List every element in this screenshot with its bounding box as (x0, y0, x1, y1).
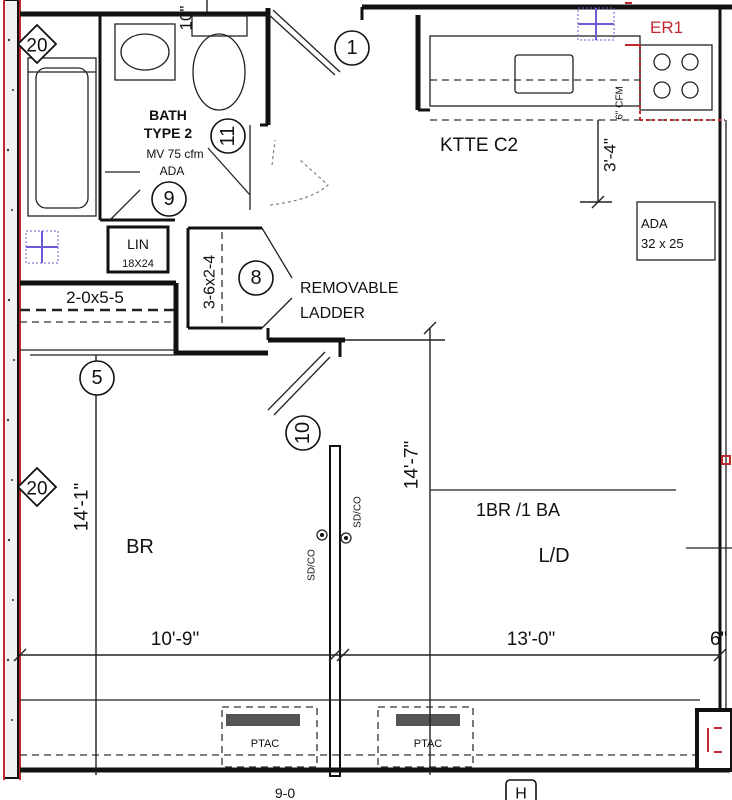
ptac-label-1: PTAC (251, 738, 280, 750)
walls (20, 4, 732, 777)
svg-text:9: 9 (163, 188, 174, 210)
blue-markers (25, 7, 615, 264)
door-tag-11: 11 (210, 118, 246, 154)
door-tag-10: 10 (285, 415, 321, 451)
dim-10-9: 10'-9" (151, 629, 199, 650)
er1-label: ER1 (650, 18, 683, 37)
svg-text:LIN: LIN (127, 236, 149, 252)
door-tag-9: 9 (151, 181, 187, 217)
svg-text:MV 75 cfm: MV 75 cfm (146, 147, 203, 161)
column-tag: H (505, 779, 537, 800)
unit-type-label: 1BR /1 BA (476, 500, 560, 520)
diamond-tag-20-mid: 20 (16, 466, 58, 508)
dim-14-1: 14'-1" (72, 483, 93, 531)
svg-text:H: H (515, 786, 527, 800)
door-tag-8: 8 (238, 260, 274, 296)
svg-text:20: 20 (26, 36, 47, 57)
removable-ladder-label: REMOVABLE LADDER (300, 280, 398, 322)
dim-14-7: 14'-7" (402, 441, 423, 489)
svg-text:TYPE 2: TYPE 2 (144, 125, 192, 141)
svg-text:BATH: BATH (149, 107, 187, 123)
dimension-lines (13, 0, 727, 775)
window-tag-5: 5 (79, 360, 115, 396)
entry-door (267, 9, 341, 206)
sd-co-label-2: SD/CO (353, 496, 364, 528)
closet (221, 227, 293, 329)
door-tag-1: 1 (334, 30, 370, 66)
svg-text:32 x 25: 32 x 25 (641, 236, 684, 251)
svg-text:1: 1 (346, 37, 357, 59)
svg-text:18X24: 18X24 (122, 258, 154, 270)
bedroom-label: BR (126, 536, 154, 558)
diamond-tag-20-top: 20 (16, 23, 58, 65)
svg-text:8: 8 (250, 267, 261, 289)
ptac-units (221, 706, 474, 768)
living-dining-label: L/D (538, 545, 569, 567)
bath-label: BATH TYPE 2 MV 75 cfm ADA (144, 107, 204, 178)
sd-co-detectors (316, 529, 352, 544)
svg-text:REMOVABLE: REMOVABLE (300, 280, 398, 297)
svg-text:LADDER: LADDER (300, 305, 365, 322)
left-exterior-wall (3, 0, 21, 780)
sd-co-label-1: SD/CO (307, 549, 318, 581)
closet-size-label: 3-6x2-4 (202, 255, 219, 309)
dim-13-0: 13'-0" (507, 629, 555, 650)
dim-3-4: 3'-4" (601, 138, 620, 172)
dim-6-inch: 6" (710, 629, 727, 650)
er1-marker (625, 2, 731, 465)
bath-fixtures (27, 15, 251, 221)
window-code-label: 2-0x5-5 (66, 288, 124, 307)
kitchen-label: KTTE C2 (440, 135, 518, 156)
svg-text:5: 5 (91, 367, 102, 389)
dim-cfm: 6" CFM (615, 86, 626, 120)
lin-label: LIN 18X24 (122, 236, 154, 270)
dim-9-0: 9-0 (275, 785, 295, 800)
svg-text:ADA: ADA (641, 216, 668, 231)
svg-text:ADA: ADA (160, 164, 185, 178)
svg-text:10: 10 (292, 422, 314, 444)
dim-10-inch: 10" (177, 6, 196, 31)
ada-box-label: ADA 32 x 25 (641, 216, 684, 251)
svg-text:11: 11 (217, 126, 239, 147)
window-unit (20, 308, 176, 323)
bedroom-door (267, 351, 331, 416)
svg-text:20: 20 (26, 479, 47, 500)
ptac-label-2: PTAC (414, 738, 443, 750)
